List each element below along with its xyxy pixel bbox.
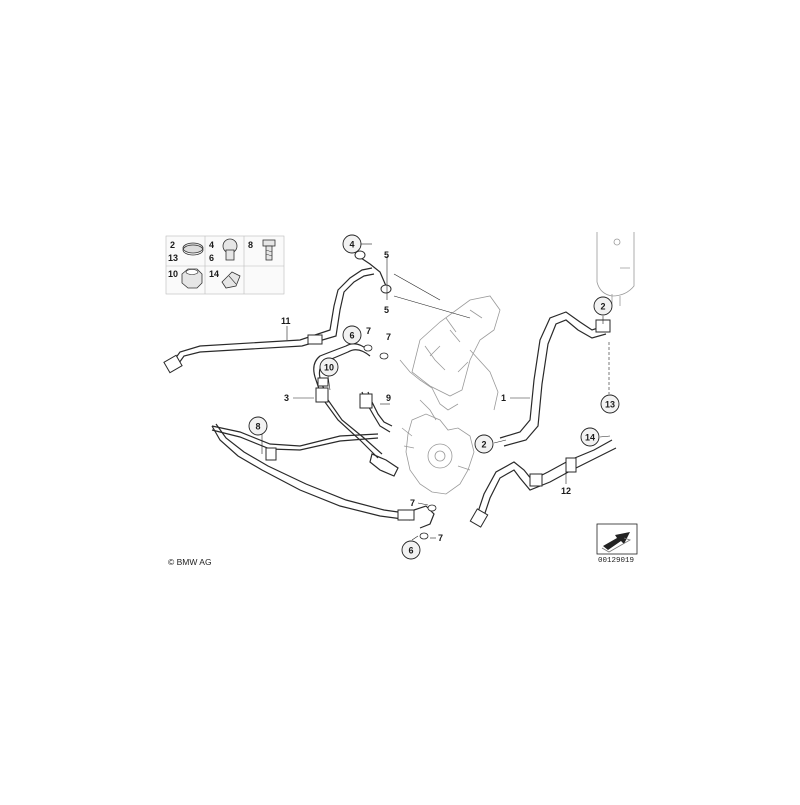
legend-cell-clamp[interactable]: 2 13 [168, 240, 204, 263]
return-line-4-5[interactable] [354, 250, 392, 294]
callout-8[interactable]: 8 [248, 416, 268, 436]
hose-clamp-icon [182, 242, 204, 256]
steering-gear-ghost [399, 295, 501, 421]
hose-9[interactable] [359, 391, 393, 433]
callout-7-b: 7 [386, 332, 391, 342]
callout-7-d: 7 [438, 533, 443, 543]
callout-2-top[interactable]: 2 [593, 296, 613, 316]
leader-lines [261, 243, 611, 541]
callout-7-a: 7 [366, 326, 371, 336]
callout-9: 9 [386, 393, 391, 403]
callout-3: 3 [284, 393, 289, 403]
legend-number: 10 [168, 269, 178, 279]
screw-icon [262, 239, 276, 261]
callout-label: 2 [600, 302, 605, 312]
callout-label: 13 [605, 400, 615, 410]
clip-icon [221, 271, 241, 289]
reservoir-ghost [596, 232, 635, 306]
callout-6-top[interactable]: 6 [342, 325, 362, 345]
callout-label: 6 [408, 546, 413, 556]
legend-number: 4 [209, 240, 214, 250]
callout-label: 10 [324, 363, 334, 373]
legend-cell-nut[interactable]: 10 [168, 268, 203, 289]
copyright-label: © BMW AG [168, 557, 212, 567]
legend-number: 14 [209, 269, 219, 279]
legend-cell-hollow-bolt[interactable]: 4 6 [209, 238, 238, 263]
hollow-bolt-icon [222, 238, 238, 261]
direction-arrow-icon [601, 532, 631, 553]
callout-label: 4 [349, 240, 354, 250]
power-steering-pump-ghost [401, 413, 475, 495]
callout-label: 2 [481, 440, 486, 450]
callout-label: 8 [255, 422, 260, 432]
callout-4[interactable]: 4 [342, 234, 362, 254]
callout-11: 11 [281, 316, 291, 326]
callout-13[interactable]: 13 [600, 394, 620, 414]
hose-11[interactable] [163, 267, 375, 374]
legend-number: 6 [209, 253, 214, 263]
callout-6-bottom[interactable]: 6 [401, 540, 421, 560]
callout-label: 14 [585, 433, 595, 443]
callout-10[interactable]: 10 [319, 357, 339, 377]
hose-1[interactable] [499, 311, 611, 447]
legend-number: 8 [248, 240, 253, 250]
nut-icon [181, 268, 203, 289]
callout-5-top: 5 [384, 250, 389, 260]
orientation-arrow-box [596, 523, 638, 555]
callout-7-c: 7 [410, 498, 415, 508]
line-8[interactable] [211, 423, 435, 529]
callout-label: 6 [349, 331, 354, 341]
callouts: 4 5 5 11 6 7 7 10 3 9 8 1 2 2 [248, 234, 620, 560]
callout-2-bottom[interactable]: 2 [474, 434, 494, 454]
callout-14[interactable]: 14 [580, 427, 600, 447]
callout-1: 1 [501, 393, 506, 403]
legend-cell-screw[interactable]: 8 [248, 239, 276, 261]
parts-legend: 2 13 4 6 8 [165, 235, 285, 295]
legend-cell-clip[interactable]: 14 [209, 269, 241, 289]
callout-12: 12 [561, 486, 571, 496]
callout-5-bottom: 5 [384, 305, 389, 315]
fittings-6-7[interactable] [363, 344, 437, 540]
diagram-id: 00129019 [598, 557, 635, 565]
hose-12[interactable] [469, 439, 617, 528]
legend-number: 13 [168, 253, 178, 263]
legend-number: 2 [170, 240, 175, 250]
